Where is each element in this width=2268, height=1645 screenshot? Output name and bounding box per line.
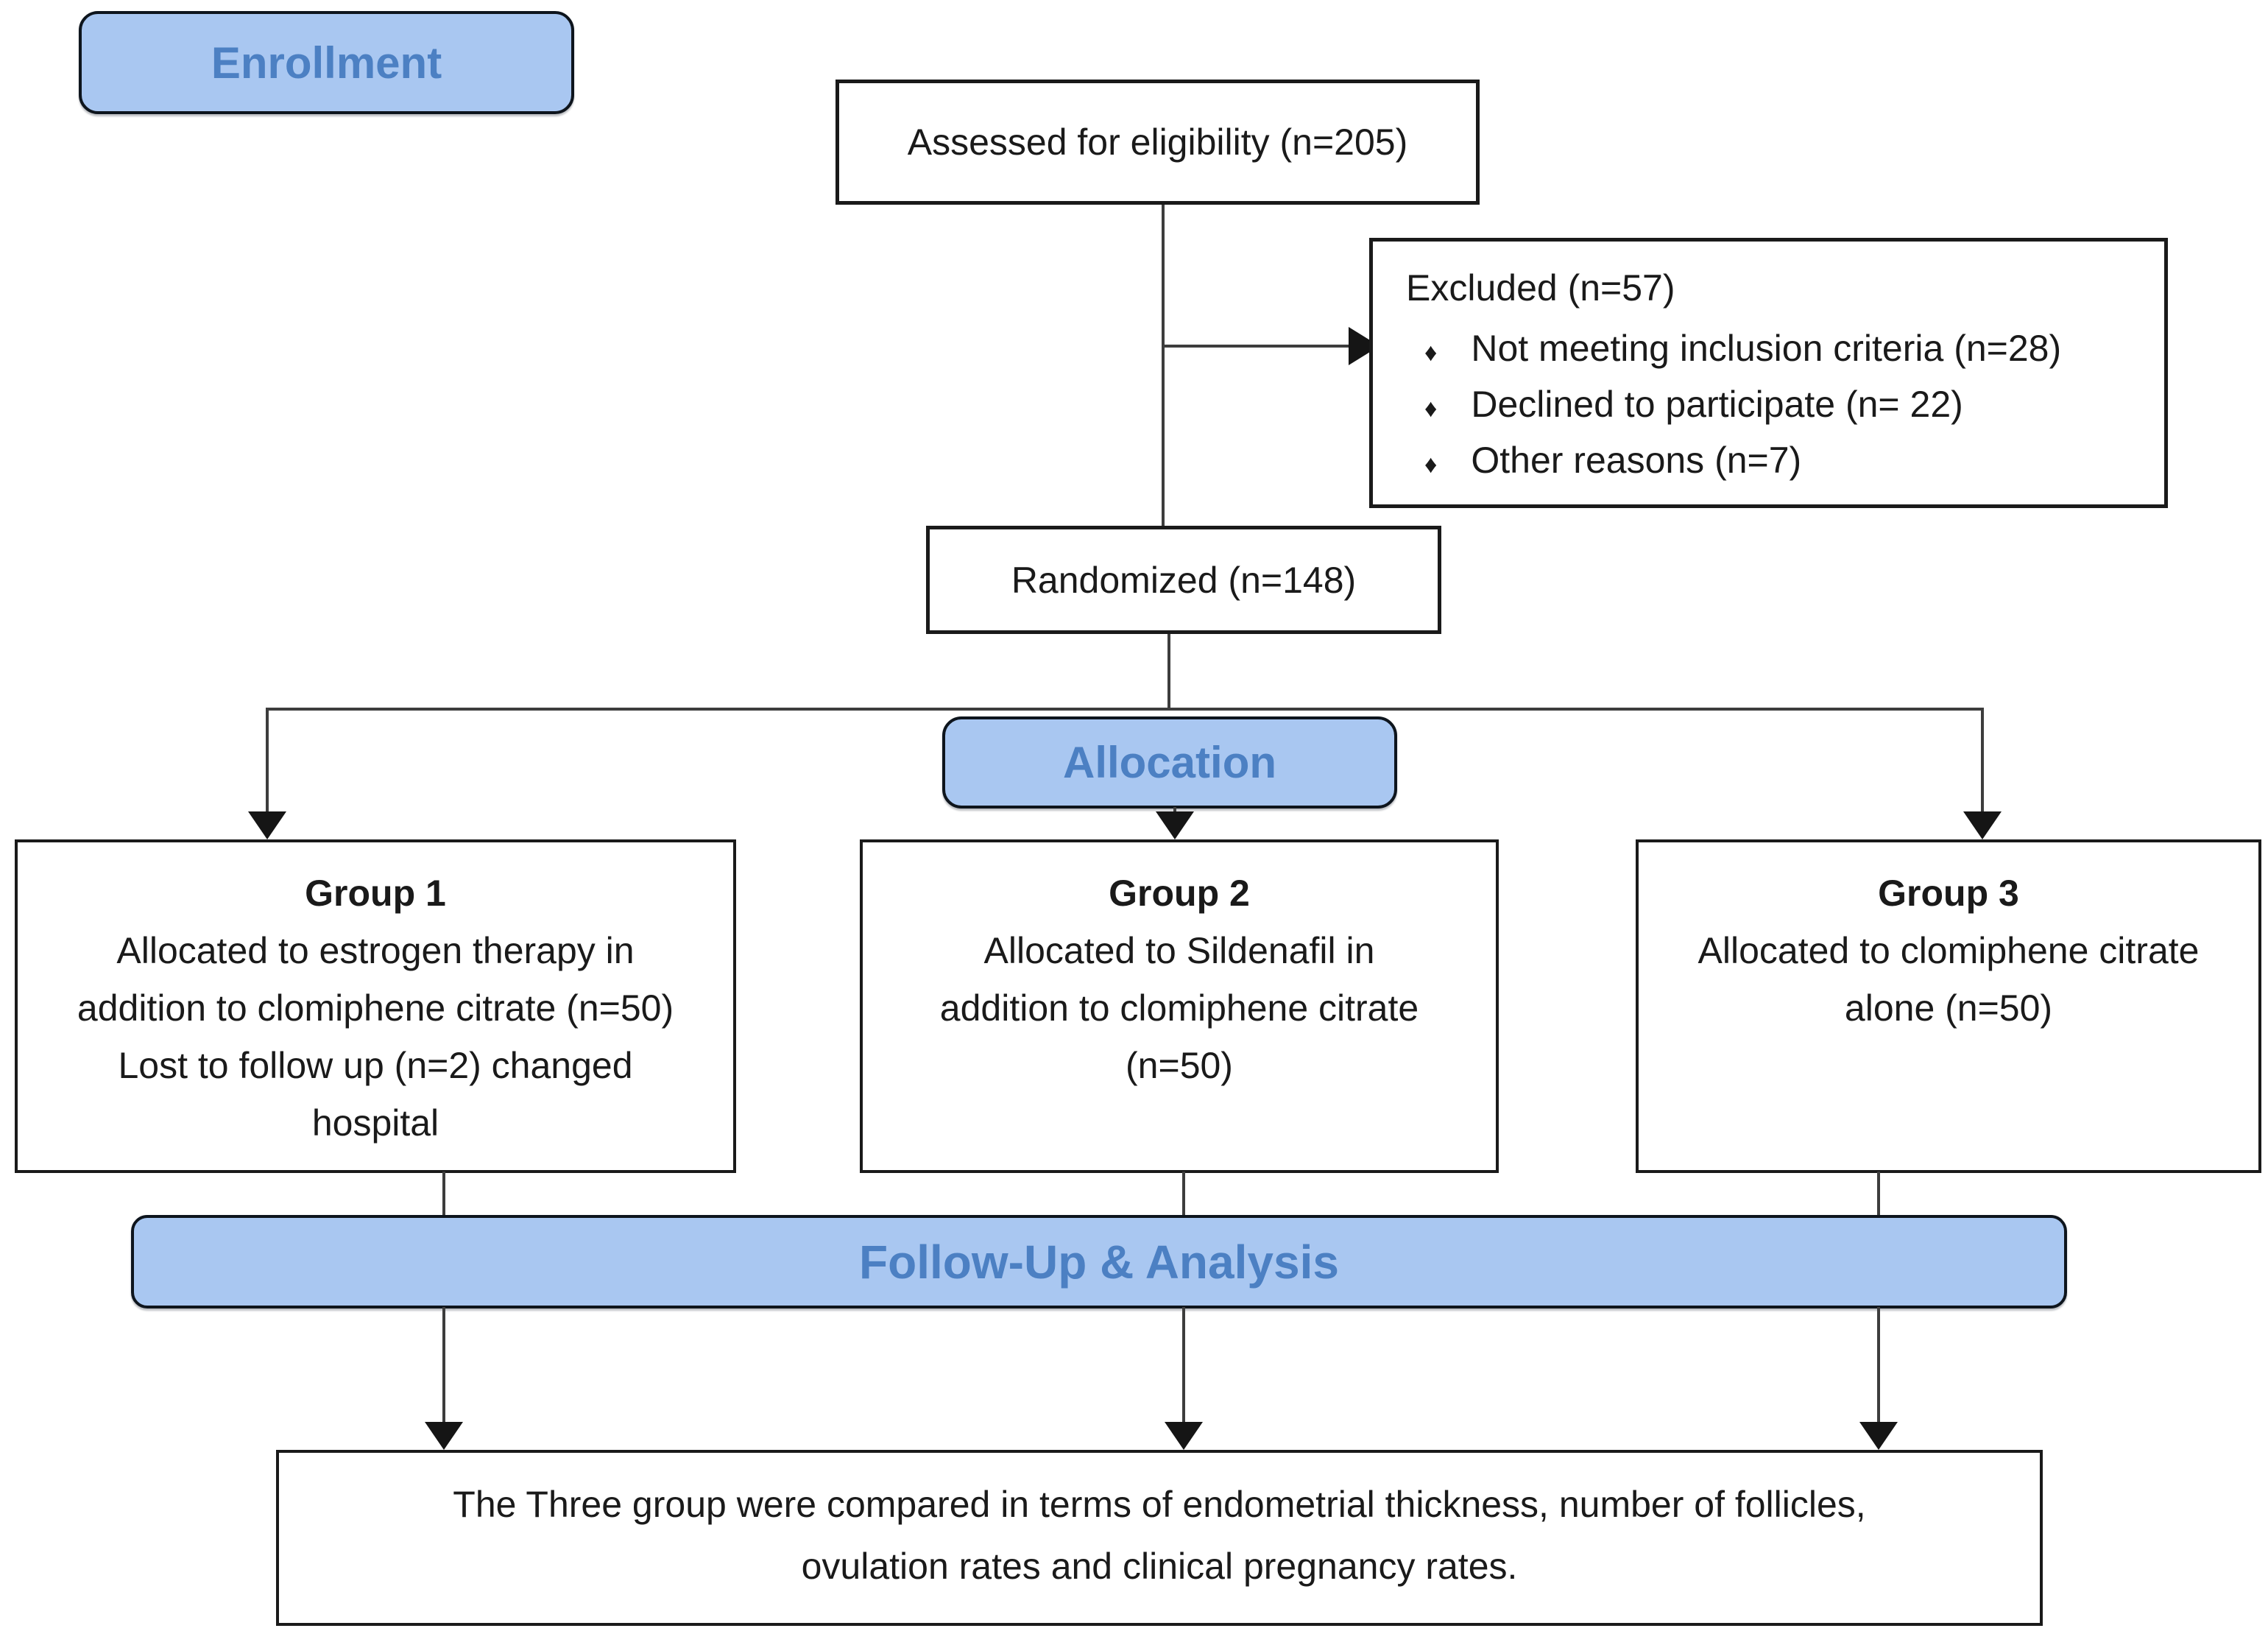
arrowhead-into-group3 <box>1963 811 2002 839</box>
connector-branch-to-group1 <box>266 708 269 816</box>
excluded-content: Excluded (n=57) ♦ Not meeting inclusion … <box>1373 242 2164 490</box>
arrowhead-into-outcome-1 <box>425 1422 463 1450</box>
excluded-item-label: Declined to participate (n= 22) <box>1471 384 1963 425</box>
connector-randomized-to-branch <box>1167 634 1170 711</box>
excluded-item-label: Not meeting inclusion criteria (n=28) <box>1471 328 2062 369</box>
group3-line: Allocated to clomiphene citrate <box>1698 930 2200 971</box>
excluded-box: Excluded (n=57) ♦ Not meeting inclusion … <box>1369 238 2168 508</box>
group1-title: Group 1 <box>305 873 446 914</box>
group2-title: Group 2 <box>1109 873 1250 914</box>
connector-followup-to-outcome-3 <box>1877 1307 1880 1425</box>
excluded-title: Excluded (n=57) <box>1406 267 1675 309</box>
group2-box: Group 2 Allocated to Sildenafil in addit… <box>860 839 1499 1173</box>
enrollment-stage-pill: Enrollment <box>79 11 574 114</box>
connector-branch-to-group3 <box>1981 708 1984 816</box>
outcome-line: ovulation rates and clinical pregnancy r… <box>801 1546 1518 1587</box>
enrollment-stage-label: Enrollment <box>211 38 442 88</box>
connector-group3-to-followup <box>1877 1172 1880 1217</box>
group1-line: addition to clomiphene citrate (n=50) <box>77 987 674 1029</box>
arrowhead-into-group2 <box>1156 811 1194 839</box>
arrowhead-into-group1 <box>248 811 286 839</box>
assessed-eligibility-label: Assessed for eligibility (n=205) <box>907 121 1408 163</box>
connector-group1-to-followup <box>442 1172 445 1217</box>
allocation-stage-pill: Allocation <box>942 716 1397 809</box>
group3-box: Group 3 Allocated to clomiphene citrate … <box>1636 839 2261 1173</box>
arrowhead-into-outcome-3 <box>1859 1422 1898 1450</box>
group1-line: Allocated to estrogen therapy in <box>116 930 635 971</box>
group2-line: (n=50) <box>1126 1045 1233 1086</box>
excluded-item: ♦ Declined to participate (n= 22) <box>1424 378 2149 434</box>
excluded-item: ♦ Not meeting inclusion criteria (n=28) <box>1424 323 2149 378</box>
excluded-item-label: Other reasons (n=7) <box>1471 440 1802 481</box>
diamond-bullet-icon: ♦ <box>1424 395 1438 423</box>
connector-group2-to-followup <box>1182 1172 1185 1217</box>
diamond-bullet-icon: ♦ <box>1424 339 1438 367</box>
group1-box: Group 1 Allocated to estrogen therapy in… <box>15 839 736 1173</box>
allocation-stage-label: Allocation <box>1062 738 1276 787</box>
connector-followup-to-outcome-1 <box>442 1307 445 1425</box>
arrowhead-into-outcome-2 <box>1165 1422 1203 1450</box>
outcome-box: The Three group were compared in terms o… <box>276 1450 2043 1626</box>
group3-line: alone (n=50) <box>1844 987 2053 1029</box>
group1-line: hospital <box>311 1102 439 1144</box>
assessed-eligibility-box: Assessed for eligibility (n=205) <box>836 80 1480 205</box>
group1-line: Lost to follow up (n=2) changed <box>118 1045 633 1086</box>
excluded-item: ♦ Other reasons (n=7) <box>1424 434 2149 490</box>
group3-title: Group 3 <box>1878 873 2019 914</box>
connector-to-excluded <box>1163 345 1349 348</box>
diamond-bullet-icon: ♦ <box>1424 451 1438 479</box>
randomized-box: Randomized (n=148) <box>926 526 1441 634</box>
outcome-line: The Three group were compared in terms o… <box>453 1484 1866 1525</box>
followup-stage-label: Follow-Up & Analysis <box>859 1235 1339 1289</box>
connector-assessed-to-randomized <box>1162 205 1165 526</box>
randomized-label: Randomized (n=148) <box>1011 559 1357 601</box>
outcome-content: The Three group were compared in terms o… <box>279 1453 2040 1597</box>
group2-line: Allocated to Sildenafil in <box>983 930 1375 971</box>
group2-line: addition to clomiphene citrate <box>939 987 1419 1029</box>
connector-followup-to-outcome-2 <box>1182 1307 1185 1425</box>
followup-stage-bar: Follow-Up & Analysis <box>131 1215 2067 1308</box>
branch-line <box>266 708 1982 711</box>
